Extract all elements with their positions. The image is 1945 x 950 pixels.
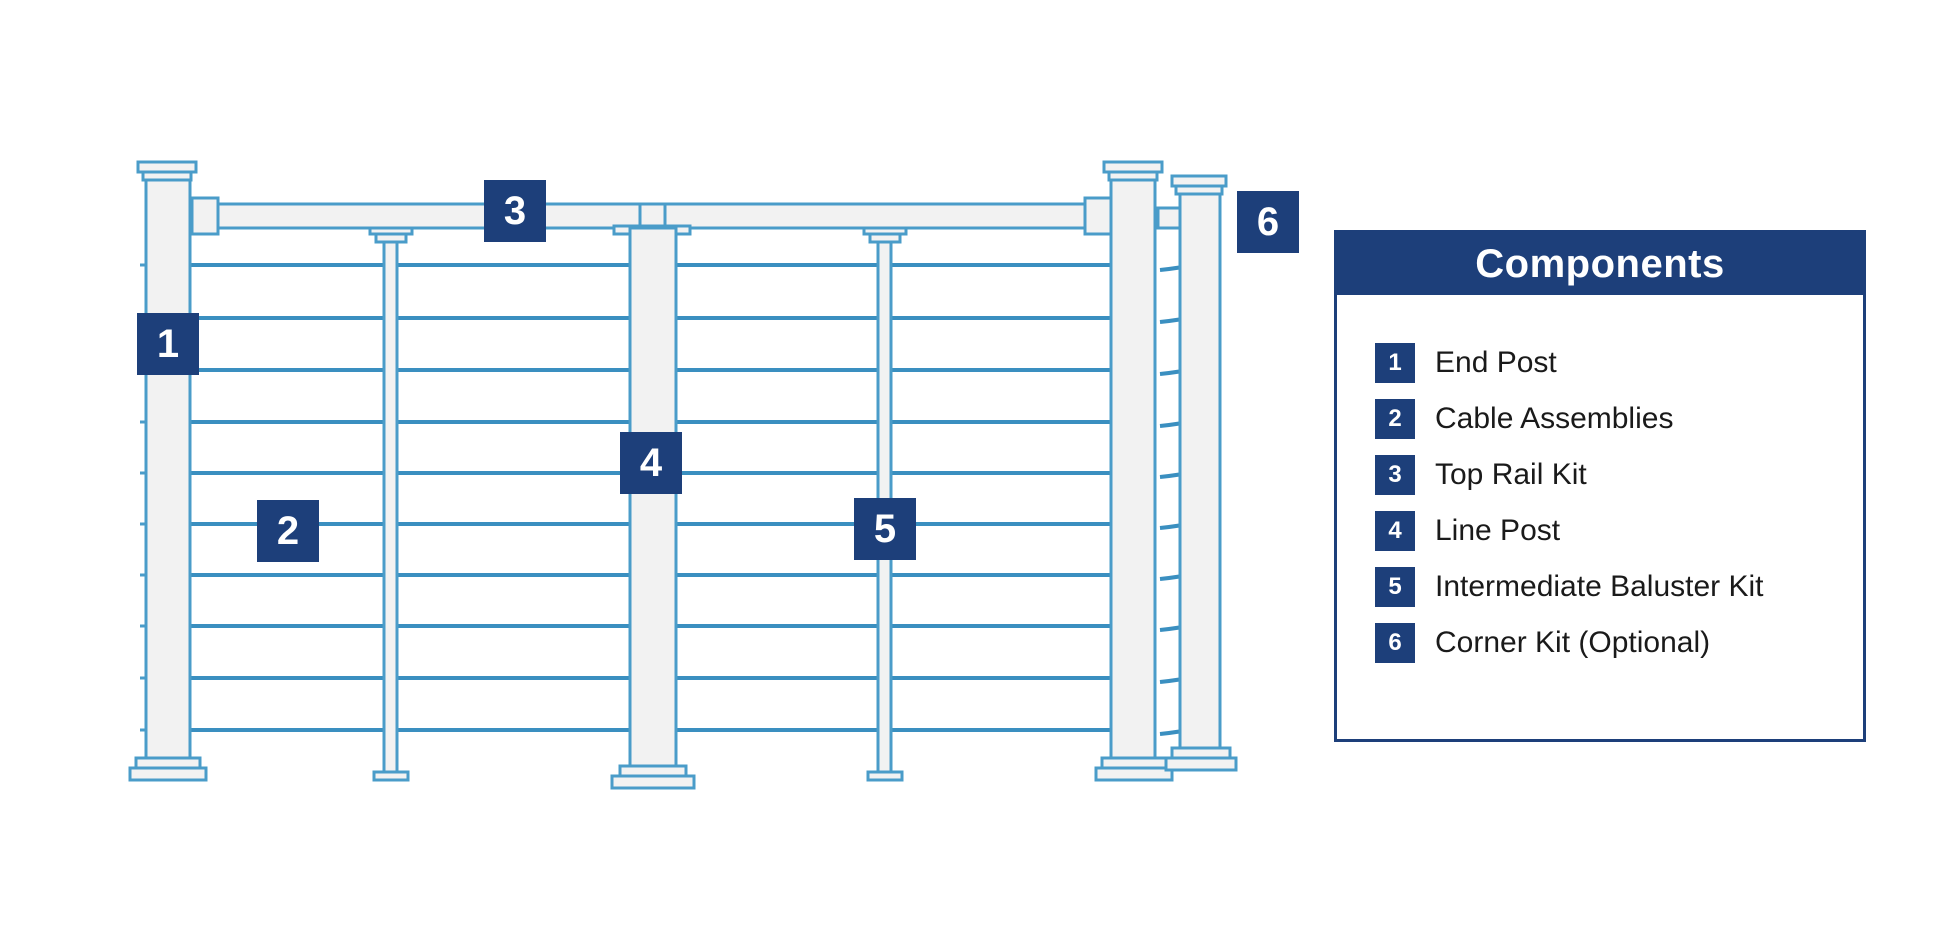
legend-number: 3	[1375, 455, 1415, 495]
end-post-left	[128, 160, 208, 782]
components-list: 1 End Post 2 Cable Assemblies 3 Top Rail…	[1375, 343, 1764, 679]
top-rail	[190, 196, 1222, 236]
legend-number: 2	[1375, 399, 1415, 439]
callout-1: 1	[137, 313, 199, 375]
legend-number: 1	[1375, 343, 1415, 383]
legend-label: End Post	[1435, 346, 1557, 379]
callout-5: 5	[854, 498, 916, 560]
callout-3: 3	[484, 180, 546, 242]
components-panel: Components 1 End Post 2 Cable Assemblies…	[1334, 230, 1866, 742]
list-item: 5 Intermediate Baluster Kit	[1375, 567, 1764, 607]
legend-number: 6	[1375, 623, 1415, 663]
legend-label: Cable Assemblies	[1435, 402, 1674, 435]
legend-number: 5	[1375, 567, 1415, 607]
callout-6: 6	[1237, 191, 1299, 253]
legend-label: Top Rail Kit	[1435, 458, 1587, 491]
components-title: Components	[1337, 233, 1863, 295]
legend-label: Intermediate Baluster Kit	[1435, 570, 1764, 603]
list-item: 6 Corner Kit (Optional)	[1375, 623, 1764, 663]
list-item: 4 Line Post	[1375, 511, 1764, 551]
list-item: 1 End Post	[1375, 343, 1764, 383]
legend-label: Line Post	[1435, 514, 1561, 547]
legend-label: Corner Kit (Optional)	[1435, 626, 1711, 659]
callout-4: 4	[620, 432, 682, 494]
callout-2: 2	[257, 500, 319, 562]
list-item: 2 Cable Assemblies	[1375, 399, 1764, 439]
list-item: 3 Top Rail Kit	[1375, 455, 1764, 495]
line-post	[610, 224, 696, 790]
intermediate-baluster-left	[368, 226, 414, 782]
legend-number: 4	[1375, 511, 1415, 551]
end-post-right	[1094, 160, 1174, 782]
corner-post	[1164, 174, 1238, 772]
